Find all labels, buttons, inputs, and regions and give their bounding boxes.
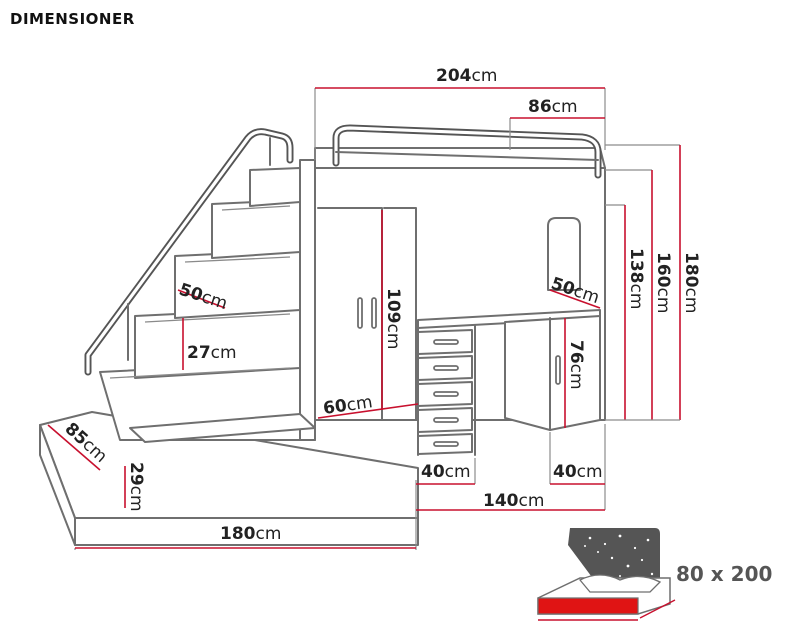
mattress-icon <box>537 528 676 621</box>
page-title: DIMENSIONER <box>10 10 135 28</box>
wardrobe-handle-left <box>357 297 363 329</box>
dim-label-total-length: 204cm <box>436 66 497 86</box>
dim-label-height-138: 138cm <box>626 248 646 309</box>
dim-label-height-160: 160cm <box>653 252 673 313</box>
dim-label-bed-rail-opening: 86cm <box>528 97 578 117</box>
mattress-size-label: 80 x 200 <box>676 562 772 586</box>
dim-label-wardrobe-width: 60cm <box>322 392 374 419</box>
base-platform-front <box>74 517 419 546</box>
dim-label-step-height: 27cm <box>187 343 237 363</box>
desk-cabinet <box>504 315 601 431</box>
dim-label-wardrobe-height: 109cm <box>383 288 403 349</box>
dim-label-desk-height: 76cm <box>566 340 586 390</box>
dim-label-cabinet-width: 40cm <box>553 462 603 482</box>
dim-label-total-height: 180cm <box>681 252 701 313</box>
dim-label-base-length: 180cm <box>220 524 281 544</box>
stair-side-panel <box>299 159 316 441</box>
dim-label-base-height: 29cm <box>126 462 146 512</box>
loft-bed-drawing <box>39 124 606 546</box>
stair-step-4 <box>211 199 301 259</box>
side-window <box>547 217 581 291</box>
desk-drawers <box>417 329 473 455</box>
wardrobe-handle-right <box>371 297 377 329</box>
wardrobe-right-door <box>383 207 417 421</box>
dim-label-drawer-width: 40cm <box>421 462 471 482</box>
stair-landing <box>129 413 316 443</box>
stair-step-5 <box>249 167 301 207</box>
dim-label-desk-width: 140cm <box>483 491 544 511</box>
dimension-lines <box>47 87 681 550</box>
